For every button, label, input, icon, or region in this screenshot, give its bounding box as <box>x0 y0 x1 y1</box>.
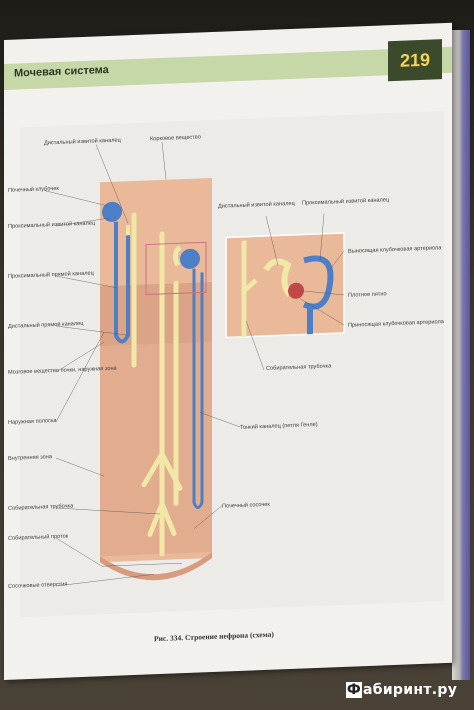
zoom-frame <box>145 241 207 296</box>
label-papillary-openings: Сосочковые отверстия <box>8 582 67 590</box>
label-afferent-arteriole: Приносящая клубочковая артериола <box>348 319 445 329</box>
inset-glomerulus <box>288 282 304 299</box>
watermark-text: абиринт.ру <box>363 682 458 698</box>
label-outer-stripe: Наружная полоска <box>8 418 57 426</box>
label-inset-distal: Дистальный извитой каналец <box>218 200 296 210</box>
nephron-diagram: Почечный клубочек Проксимальный извитой … <box>8 134 445 590</box>
label-medulla-outer: Мозговое вещество почки, наружная зона <box>8 366 118 376</box>
label-glomerulus: Почечный клубочек <box>8 185 59 194</box>
henle-loop <box>192 268 204 509</box>
book-page: Мочевая система 219 Почечный клубочек Пр… <box>4 22 452 681</box>
leader-lines <box>43 141 345 587</box>
collecting-duct <box>131 212 183 557</box>
glomerulus-2 <box>180 248 200 269</box>
inset-collecting-tube <box>241 240 258 337</box>
label-proximal-convoluted: Проксимальный извитой каналец <box>8 219 96 229</box>
label-macula-densa: Плотное пятно <box>348 291 387 298</box>
label-inset-collecting: Собирательная трубочка <box>266 363 332 372</box>
label-efferent-arteriole: Выносящая клубочковая артериола <box>348 245 442 255</box>
label-collecting-tubule: Собирательная трубочка <box>8 503 74 512</box>
label-distal-straight: Дистальный прямой каналец <box>8 320 84 330</box>
inner-zone <box>100 342 212 557</box>
book-edge <box>452 30 470 680</box>
inset-distal-tubule <box>263 258 293 298</box>
label-inset-proximal: Проксимальный извитой каналец <box>302 196 390 206</box>
inset-proximal-tubule <box>302 255 334 335</box>
papilla-tip <box>100 552 212 581</box>
label-collecting-duct: Собирательный проток <box>8 533 69 542</box>
label-henle-loop: Тонкий каналец (петля Генле) <box>240 421 318 431</box>
inset-border <box>225 232 345 339</box>
distal-tubule-2 <box>172 245 182 267</box>
label-distal-convoluted: Дистальный извитой каналец <box>44 136 122 146</box>
label-proximal-straight: Проксимальный прямой каналец <box>8 270 95 280</box>
label-renal-papilla: Почечный сосочек <box>222 501 270 510</box>
watermark-logo: Ф <box>346 682 362 698</box>
glomerulus-1 <box>102 201 122 222</box>
label-cortex: Корковое вещество <box>150 134 201 142</box>
label-inner-zone: Внутренняя зона <box>8 454 53 462</box>
